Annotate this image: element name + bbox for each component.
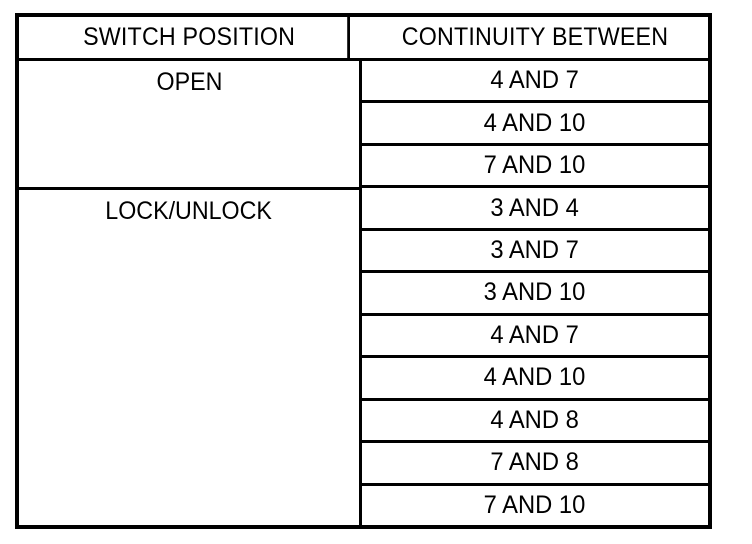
continuity-table: SWITCH POSITION CONTINUITY BETWEEN OPEN … (15, 13, 712, 529)
continuity-value: 7 AND 10 (484, 151, 586, 180)
table-row: 4 AND 7 (362, 61, 708, 104)
table-row: 4 AND 10 (362, 103, 708, 146)
continuity-value: 7 AND 8 (490, 448, 580, 477)
continuity-value: 7 AND 10 (484, 490, 586, 519)
table-row: 3 AND 4 (362, 188, 708, 231)
header-cell-switch-position: SWITCH POSITION (31, 17, 350, 58)
table-row: 3 AND 7 (362, 231, 708, 274)
header-cell-continuity-between: CONTINUITY BETWEEN (374, 17, 696, 58)
table-row: 7 AND 10 (362, 486, 708, 525)
continuity-between-column: 4 AND 7 4 AND 10 7 AND 10 3 AND 4 3 AND … (362, 61, 708, 525)
table-row: 7 AND 8 (362, 443, 708, 486)
continuity-value: 4 AND 10 (484, 363, 586, 392)
group-cell-open: OPEN (19, 61, 359, 190)
table-row: 7 AND 10 (362, 146, 708, 189)
table-row: 4 AND 7 (362, 316, 708, 359)
continuity-value: 4 AND 7 (490, 320, 580, 349)
continuity-value: 3 AND 7 (490, 236, 580, 265)
table-header-row: SWITCH POSITION CONTINUITY BETWEEN (19, 17, 708, 61)
group-label-open: OPEN (156, 68, 222, 96)
table-row: 3 AND 10 (362, 273, 708, 316)
continuity-value: 3 AND 10 (484, 278, 586, 307)
table-body: OPEN LOCK/UNLOCK 4 AND 7 4 AND 10 7 AND … (19, 61, 708, 525)
switch-position-column: OPEN LOCK/UNLOCK (19, 61, 362, 525)
continuity-value: 4 AND 10 (484, 108, 586, 137)
table-row: 4 AND 8 (362, 401, 708, 444)
continuity-value: 3 AND 4 (490, 193, 580, 222)
header-label-continuity-between: CONTINUITY BETWEEN (401, 23, 669, 51)
table-row: 4 AND 10 (362, 358, 708, 401)
group-label-lock-unlock: LOCK/UNLOCK (105, 196, 273, 225)
header-label-switch-position: SWITCH POSITION (83, 23, 296, 51)
continuity-value: 4 AND 8 (490, 405, 580, 434)
group-cell-lock-unlock: LOCK/UNLOCK (19, 190, 359, 525)
continuity-value: 4 AND 7 (490, 66, 580, 95)
